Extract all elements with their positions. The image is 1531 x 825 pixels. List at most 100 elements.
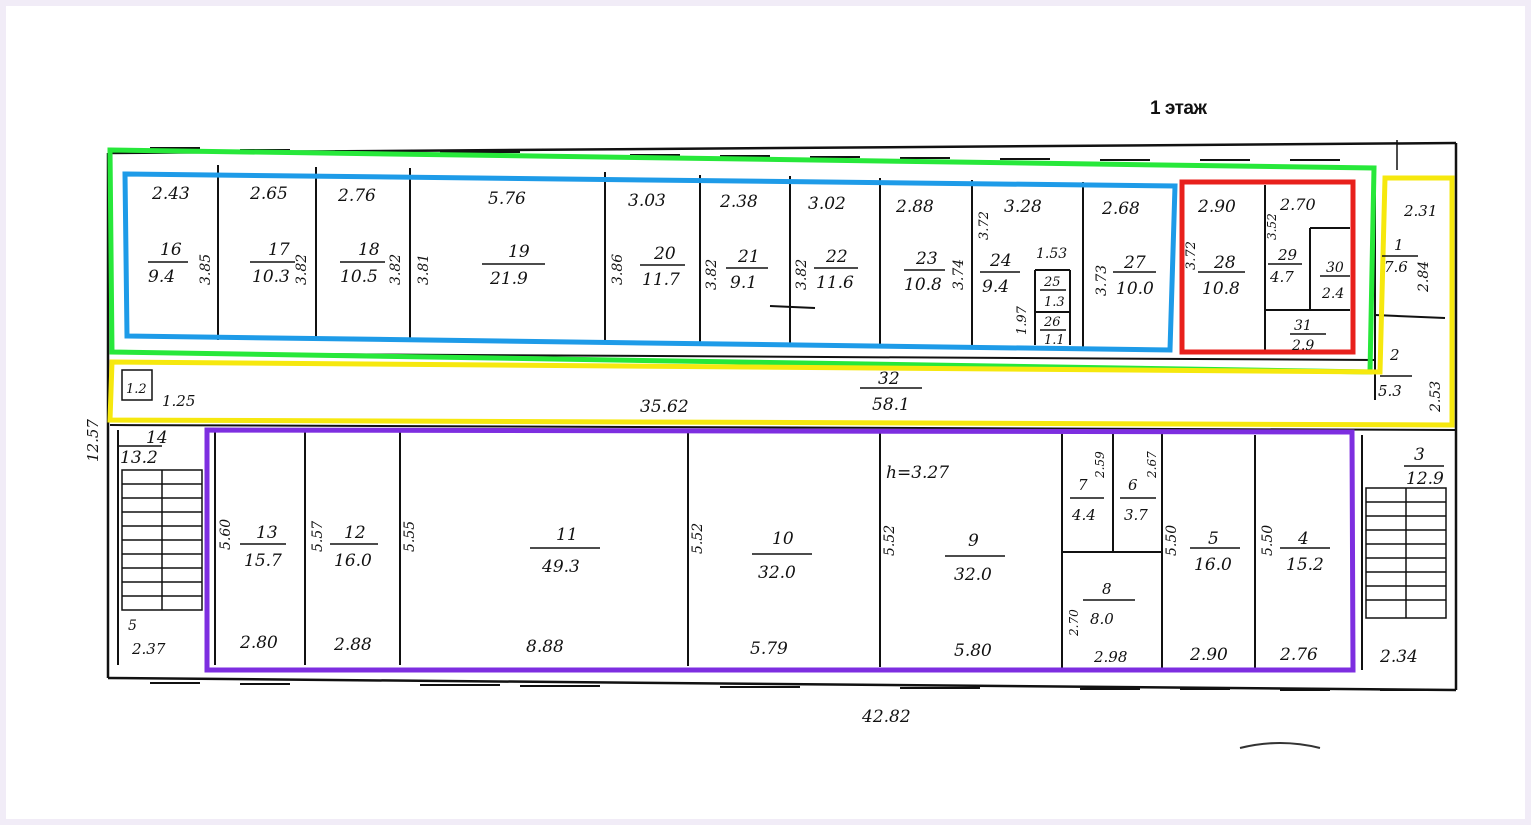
room-16-depth: 3.85 bbox=[198, 254, 214, 285]
zone-red bbox=[1179, 179, 1356, 355]
room-17-depth: 3.82 bbox=[294, 254, 310, 285]
room-24-width: 3.28 bbox=[1004, 197, 1042, 217]
room-12-number: 12 bbox=[344, 523, 366, 543]
room-21-depth: 3.82 bbox=[704, 259, 720, 290]
room-22-depth: 3.82 bbox=[794, 259, 810, 290]
room-23-number: 23 bbox=[915, 249, 938, 269]
room-7-area: 4.4 bbox=[1071, 506, 1096, 524]
zone-purple bbox=[204, 427, 1356, 673]
room-8-number: 8 bbox=[1102, 580, 1112, 598]
room-25-depth: 1.97 bbox=[1015, 305, 1030, 335]
plan-line bbox=[107, 676, 1457, 692]
corridor-area: 58.1 bbox=[872, 395, 910, 415]
room-9-depth: 5.52 bbox=[882, 525, 898, 556]
stamp-fragment bbox=[1239, 742, 1321, 749]
room-22-width: 3.02 bbox=[808, 194, 846, 214]
room-19-depth: 3.81 bbox=[416, 254, 432, 285]
room-14-area: 13.2 bbox=[120, 448, 158, 468]
room-9-number: 9 bbox=[968, 531, 979, 551]
room-1-number: 1 bbox=[1394, 236, 1404, 254]
room-2-number: 2 bbox=[1389, 346, 1400, 364]
plan-line bbox=[109, 424, 1457, 431]
plan-line bbox=[1374, 314, 1446, 319]
room-26-number: 26 bbox=[1043, 315, 1061, 330]
room-26-area: 1.1 bbox=[1044, 333, 1065, 348]
room-2-width: 2.53 bbox=[1428, 381, 1444, 413]
room-13-depth: 5.60 bbox=[218, 519, 234, 550]
room-3-number: 3 bbox=[1414, 445, 1425, 465]
room-20-depth: 3.86 bbox=[610, 254, 626, 285]
room-18-width: 2.76 bbox=[337, 186, 376, 206]
room-14-width: 2.37 bbox=[131, 640, 166, 658]
room-5-area: 16.0 bbox=[1194, 555, 1232, 575]
room-3-width: 2.34 bbox=[1379, 647, 1418, 667]
room-7-depth: 2.59 bbox=[1093, 451, 1107, 479]
corridor-length: 35.62 bbox=[640, 397, 689, 417]
room-4-number: 4 bbox=[1297, 529, 1309, 549]
room-13-width: 2.80 bbox=[239, 633, 278, 653]
room-1-area: 7.6 bbox=[1384, 258, 1408, 276]
room-1-depth: 2.84 bbox=[1416, 261, 1432, 293]
room-19-number: 19 bbox=[508, 242, 530, 262]
room-1-width: 2.31 bbox=[1403, 202, 1437, 220]
room-19-width: 5.76 bbox=[488, 189, 526, 209]
room-24-depth: 3.72 bbox=[977, 211, 992, 240]
room-31-number: 31 bbox=[1294, 318, 1312, 334]
building-width: 12.57 bbox=[84, 419, 102, 462]
room-7-number: 7 bbox=[1078, 476, 1088, 494]
room-27-number: 27 bbox=[1123, 253, 1146, 273]
room-8-depth: 2.70 bbox=[1067, 609, 1081, 637]
room-23-width: 2.88 bbox=[895, 197, 934, 217]
zone-yellow bbox=[107, 175, 1455, 428]
room-9-area: 32.0 bbox=[954, 565, 992, 585]
room-28-number: 28 bbox=[1213, 253, 1236, 273]
room-16-number: 16 bbox=[160, 240, 182, 260]
room-19-area: 21.9 bbox=[489, 269, 528, 289]
room-29-width: 2.70 bbox=[1279, 195, 1316, 214]
room-21-number: 21 bbox=[737, 247, 760, 267]
room-29-depth: 3.52 bbox=[1265, 213, 1279, 240]
corridor-dim: 1.25 bbox=[162, 392, 195, 410]
room-10-number: 10 bbox=[772, 529, 794, 549]
room-17-width: 2.65 bbox=[249, 184, 288, 204]
room-21-area: 9.1 bbox=[730, 273, 757, 293]
room-13-number: 13 bbox=[256, 523, 278, 543]
room-10-depth: 5.52 bbox=[690, 523, 706, 554]
room-20-area: 11.7 bbox=[642, 270, 680, 290]
closet-dim: 1.2 bbox=[126, 382, 147, 397]
room-28-width: 2.90 bbox=[1197, 197, 1236, 217]
room-27-area: 10.0 bbox=[1116, 279, 1154, 299]
room-17-number: 17 bbox=[268, 240, 290, 260]
room-23-area: 10.8 bbox=[904, 275, 942, 295]
room-9-width: 5.80 bbox=[954, 641, 992, 661]
room-12-area: 16.0 bbox=[334, 551, 372, 571]
upper-partitions bbox=[217, 165, 1446, 400]
room-3-area: 12.9 bbox=[1406, 469, 1444, 489]
room-22-area: 11.6 bbox=[816, 273, 854, 293]
room-30-area: 2.4 bbox=[1321, 286, 1344, 302]
room-6-area: 3.7 bbox=[1124, 506, 1148, 524]
plan-line bbox=[769, 305, 816, 309]
room-16-width: 2.43 bbox=[151, 184, 190, 204]
room-20-number: 20 bbox=[653, 244, 676, 264]
stair-left bbox=[121, 469, 203, 611]
room-8-width: 2.98 bbox=[1093, 648, 1127, 666]
room-5-depth: 5.50 bbox=[1164, 525, 1180, 556]
room-4-depth: 5.50 bbox=[1260, 525, 1276, 556]
room-6-number: 6 bbox=[1128, 476, 1138, 494]
room-27-width: 2.68 bbox=[1101, 199, 1140, 219]
room-29-area: 4.7 bbox=[1269, 268, 1294, 286]
lower-partitions bbox=[117, 430, 1363, 670]
room-24-number: 24 bbox=[989, 251, 1012, 271]
room-25-number: 25 bbox=[1043, 275, 1061, 290]
room-27-depth: 3.73 bbox=[1094, 265, 1110, 296]
room-11-depth: 5.55 bbox=[402, 521, 418, 552]
outer-walls bbox=[106, 141, 1458, 692]
room-5-width: 2.90 bbox=[1189, 645, 1228, 665]
room-6-depth: 2.67 bbox=[1145, 451, 1159, 479]
room-25-width: 1.53 bbox=[1036, 246, 1067, 262]
room-20-width: 3.03 bbox=[628, 191, 666, 211]
room-22-number: 22 bbox=[825, 247, 848, 267]
stair-right bbox=[1365, 487, 1447, 619]
